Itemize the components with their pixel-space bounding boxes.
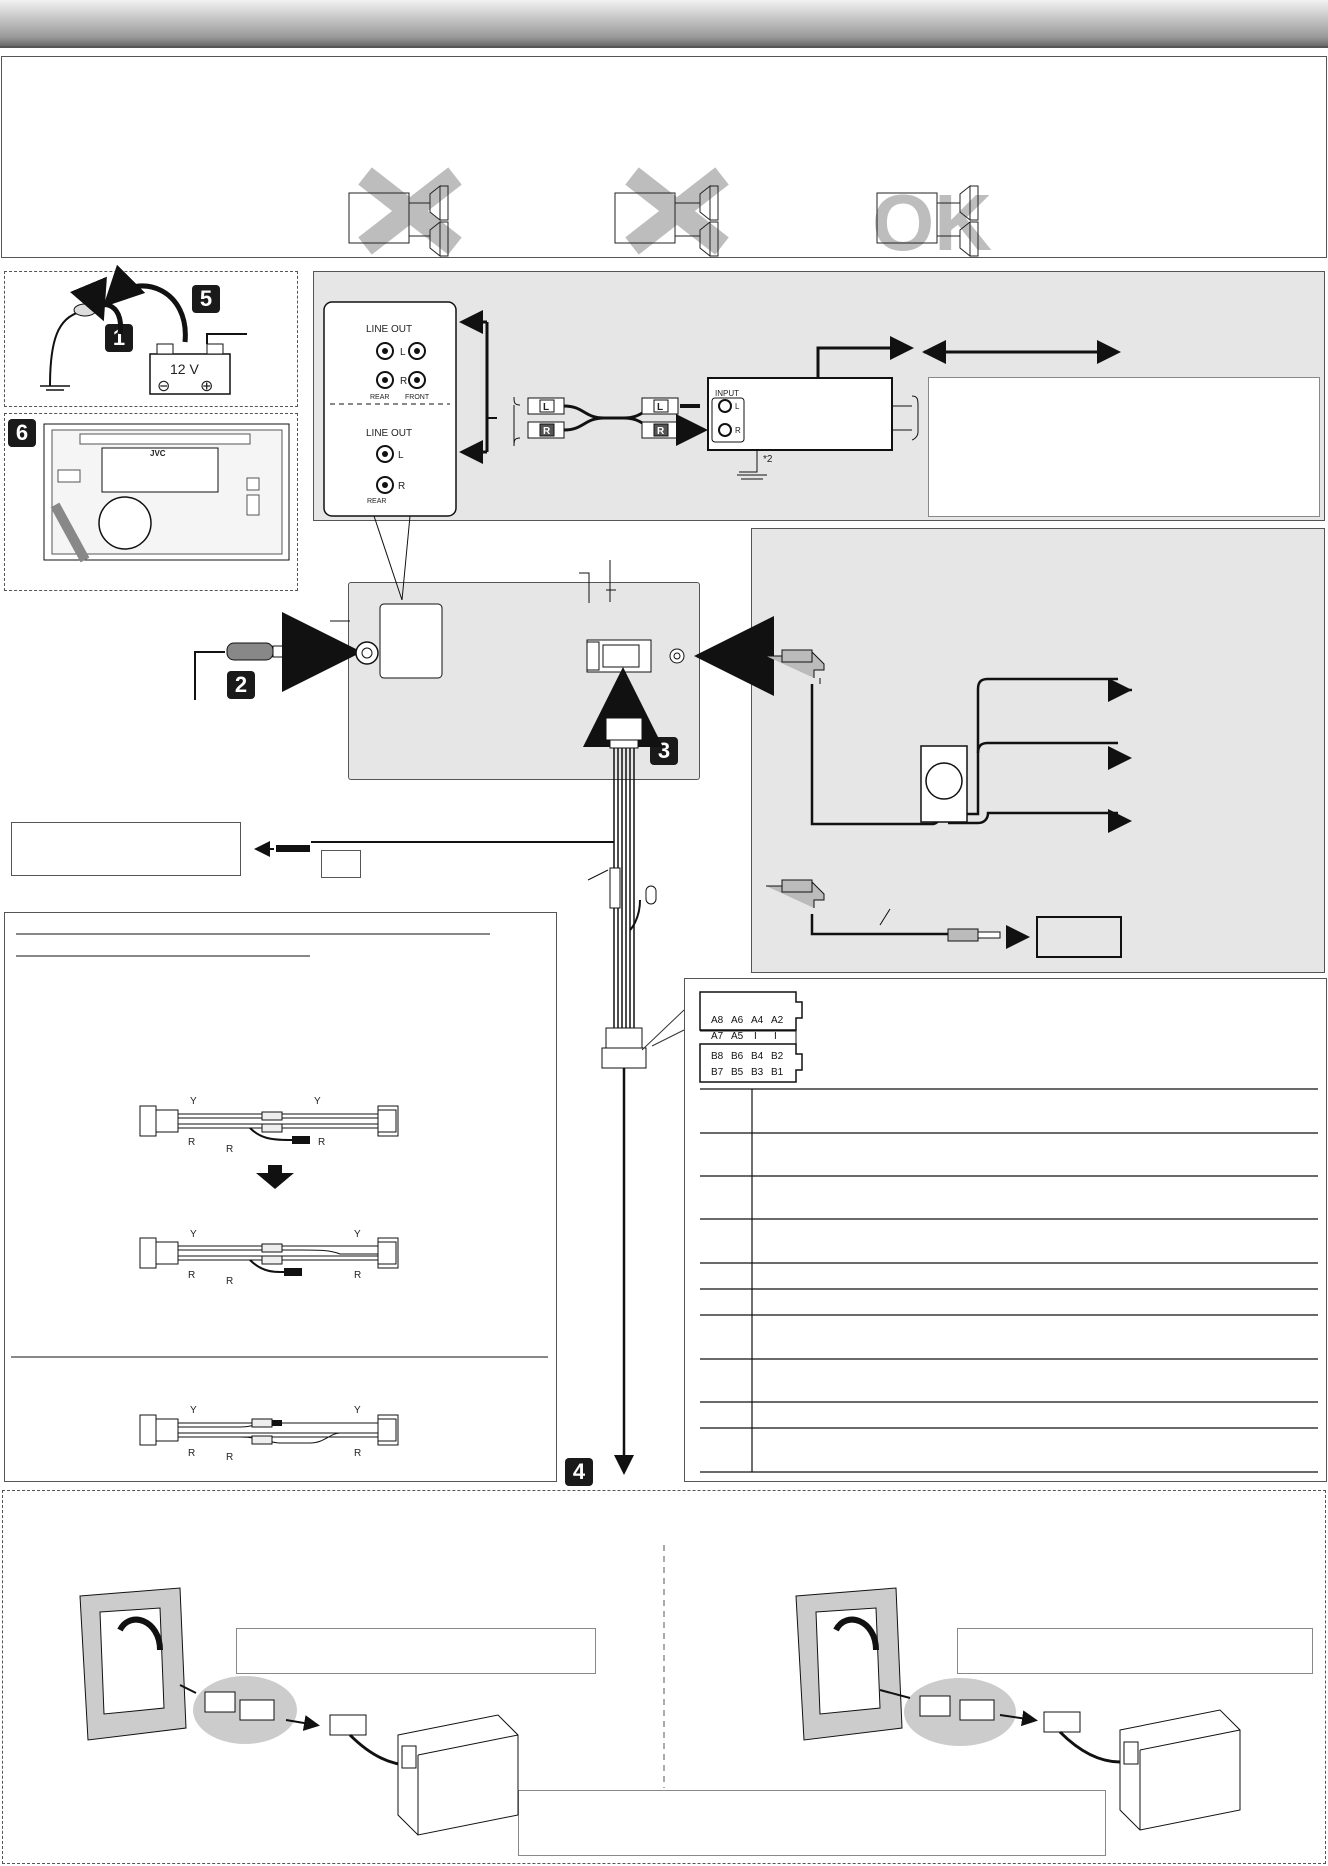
installation-left [79,1587,519,1836]
harness3-r-left: R [188,1448,195,1459]
pin-a3: I [754,1031,757,1042]
installation-right [795,1587,1241,1831]
harness-modification-panel [4,912,557,1482]
rca-left-plug-l: L [543,402,549,413]
title-bar [0,0,1328,48]
battery-voltage: 12 V [170,361,199,377]
pin-b4: B4 [751,1051,764,1062]
ground-icon [737,474,767,480]
pin-a2: A2 [771,1015,784,1026]
rca-left-plug-r: R [543,426,551,437]
line-out-bottom-rear: REAR [367,498,386,505]
battery-minus: ⊖ [157,378,170,395]
step-5-badge: 5 [192,285,220,313]
line-out-top-r: R [400,376,407,387]
aux-device-box [1036,916,1122,958]
rca-right-plug-r: R [657,426,665,437]
harness2-y-left: Y [190,1229,197,1240]
pin-b2: B2 [771,1051,784,1062]
pin-a6: A6 [731,1015,744,1026]
ground-icon [40,385,70,391]
step-4-badge: 4 [565,1458,593,1486]
harness3-r-mid: R [226,1452,233,1463]
harness1-r-left: R [188,1137,195,1148]
line-out-bottom-title: LINE OUT [366,428,412,439]
line-out-top-rear: REAR [370,394,389,401]
line-out-top-title: LINE OUT [366,324,412,335]
step-6-badge: 6 [8,419,36,447]
harness1-r-mid: R [226,1144,233,1155]
speaker-warning-panel [1,56,1327,258]
pin-a7: A7 [711,1031,724,1042]
arrow-icon [256,1165,294,1189]
harness1-r-right: R [318,1137,325,1148]
harness3-y-right: Y [354,1405,361,1416]
speaker-wrong-2 [614,167,729,258]
amp-r: R [735,426,741,435]
harness-panel-drawing: Y Y R R R Y Y R R R Y Y R R R [11,933,548,1463]
harness2-r-left: R [188,1270,195,1281]
mini-plug-icon [781,649,813,663]
remote-lead-box [11,822,241,876]
amp-ground-note: *2 [763,454,773,465]
pin-a4: A4 [751,1015,764,1026]
pin-a8: A8 [711,1015,724,1026]
battery-plus: ⊕ [200,378,213,395]
iso-connector: A8 A6 A4 A2 A7 A5 I I B8 B6 B4 B2 B7 B5 … [699,991,803,1083]
harness2-y-right: Y [354,1229,361,1240]
pin-a5: A5 [731,1031,744,1042]
harness1-y-right: Y [314,1096,321,1107]
front-panel-drawing: JVC [43,423,290,563]
pin-b1: B1 [771,1067,784,1078]
speaker-wrong-1 [348,167,462,258]
amp-l: L [735,402,740,411]
harness1-y-left: Y [190,1096,197,1107]
connector-pin-panel [684,978,1327,1482]
installation-note-left [236,1628,596,1674]
harness2-r-right: R [354,1270,361,1281]
harness2-r-mid: R [226,1276,233,1287]
speaker-icon [925,762,963,800]
harness3-y-left: Y [190,1405,197,1416]
step-2-badge: 2 [227,671,255,699]
amplifier-note-box [928,377,1320,517]
installation-note-right [957,1628,1313,1674]
antenna-connection [194,612,379,700]
amplifier: INPUT L R *2 [707,348,1115,480]
pin-b7: B7 [711,1067,724,1078]
battery-diagram: 12 V ⊖ ⊕ [40,264,247,395]
front-panel-brand: JVC [150,449,166,458]
line-out-top-front: FRONT [405,394,430,401]
line-out-top-l: L [400,347,406,358]
rca-right-plug-l: L [657,402,663,413]
battery-panel [4,271,298,407]
pin-b6: B6 [731,1051,744,1062]
installation-panel [2,1490,1326,1864]
main-unit-details [379,560,774,747]
harness3-r-right: R [354,1448,361,1459]
pin-a1: I [774,1031,777,1042]
aux-panel [751,528,1325,973]
installation-note-bottom [518,1790,1106,1856]
line-out-bottom-l: L [398,450,404,461]
pin-table [700,1088,1318,1473]
pin-b5: B5 [731,1067,744,1078]
wiring-harness [254,717,685,1475]
aux-connections [766,649,1132,949]
line-out-bottom-r: R [398,481,405,492]
speaker-ok: OK [872,178,992,267]
mini-plug-icon [781,879,813,893]
front-panel-box [4,413,298,591]
fuse-holder [321,850,361,878]
pin-b8: B8 [711,1051,724,1062]
amp-input-label: INPUT [715,389,739,398]
line-out-callout: LINE OUT L R REAR FRONT LINE OUT L R REA… [323,301,497,601]
rca-cable: L R L R [513,396,700,446]
pin-b3: B3 [751,1067,764,1078]
